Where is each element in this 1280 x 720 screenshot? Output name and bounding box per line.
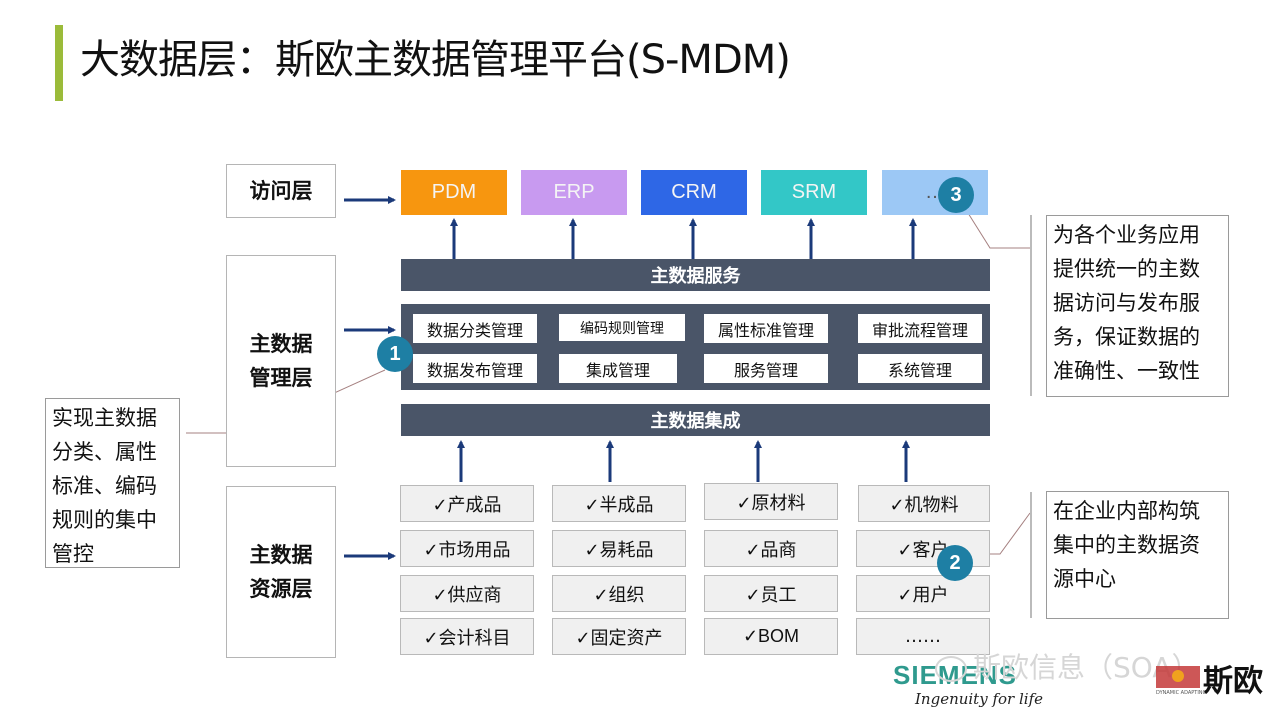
module-coding-rules: 编码规则管理 bbox=[559, 314, 685, 341]
master-data-service-label: 主数据服务 bbox=[650, 266, 741, 287]
access-layer-label: 访问层 bbox=[226, 164, 336, 218]
resource-item: ✓用户 bbox=[856, 575, 990, 612]
callout-line-2 bbox=[985, 512, 1031, 555]
callout-note-1: 实现主数据 分类、属性 标准、编码 规则的集中 管控 bbox=[45, 398, 180, 568]
access-layer-text: 访问层 bbox=[249, 179, 313, 203]
callout-note-3: 为各个业务应用 提供统一的主数 据访问与发布服 务，保证数据的 准确性、一致性 bbox=[1046, 215, 1229, 397]
resource-item: ✓原材料 bbox=[704, 483, 838, 520]
app-crm-label: CRM bbox=[671, 181, 717, 203]
resource-item: ✓机物料 bbox=[858, 485, 990, 522]
note2-line: 集中的主数据资 bbox=[1053, 533, 1200, 557]
callout-badge-3: 3 bbox=[938, 177, 974, 213]
app-pdm: PDM bbox=[401, 170, 507, 215]
resource-item: ✓市场用品 bbox=[400, 530, 534, 567]
note3-line: 务，保证数据的 bbox=[1053, 325, 1200, 349]
resource-item: ✓BOM bbox=[704, 618, 838, 655]
management-layer-text-1: 主数据 bbox=[249, 332, 313, 356]
wechat-icon bbox=[935, 656, 967, 682]
resource-item: ✓产成品 bbox=[400, 485, 534, 522]
note1-line: 分类、属性 bbox=[52, 440, 157, 464]
module-system: 系统管理 bbox=[858, 354, 982, 383]
note1-line: 标准、编码 bbox=[52, 474, 157, 498]
app-srm-label: SRM bbox=[791, 181, 837, 203]
title-accent-bar bbox=[55, 25, 63, 101]
callout-line-3 bbox=[967, 212, 1030, 249]
app-pdm-label: PDM bbox=[431, 181, 477, 203]
module-data-publishing: 数据发布管理 bbox=[413, 354, 537, 383]
module-integration: 集成管理 bbox=[559, 354, 677, 383]
app-crm: CRM bbox=[641, 170, 747, 215]
note2-line: 源中心 bbox=[1053, 567, 1116, 591]
module-service: 服务管理 bbox=[704, 354, 828, 383]
app-erp: ERP bbox=[521, 170, 627, 215]
resource-layer-label: 主数据 资源层 bbox=[226, 486, 336, 658]
callout-note-2: 在企业内部构筑 集中的主数据资 源中心 bbox=[1046, 491, 1229, 619]
resource-item: ✓半成品 bbox=[552, 485, 686, 522]
resource-item: ✓供应商 bbox=[400, 575, 534, 612]
app-erp-label: ERP bbox=[553, 181, 595, 203]
note1-line: 实现主数据 bbox=[52, 406, 157, 430]
note3-line: 为各个业务应用 bbox=[1053, 223, 1200, 247]
note3-line: 据访问与发布服 bbox=[1053, 291, 1200, 315]
page-title: 大数据层：斯欧主数据管理平台(S-MDM) bbox=[80, 37, 791, 83]
resource-item: ✓固定资产 bbox=[552, 618, 686, 655]
note2-line: 在企业内部构筑 bbox=[1053, 499, 1200, 523]
soa-logo-mark: DYNAMIC ADAPTING bbox=[1156, 660, 1206, 696]
management-layer-label: 主数据 管理层 bbox=[226, 255, 336, 467]
resource-item: ✓员工 bbox=[704, 575, 838, 612]
note3-line: 提供统一的主数 bbox=[1053, 257, 1200, 281]
management-layer-text-2: 管理层 bbox=[249, 366, 313, 390]
module-attribute-standards: 属性标准管理 bbox=[704, 314, 828, 343]
soa-logo-cn: 斯欧 bbox=[1203, 664, 1263, 699]
callout-badge-2: 2 bbox=[937, 545, 973, 581]
soa-logo-dot bbox=[1172, 670, 1184, 682]
resource-item: ✓易耗品 bbox=[552, 530, 686, 567]
master-data-integration-label: 主数据集成 bbox=[650, 411, 741, 432]
callout-badge-1: 1 bbox=[377, 336, 413, 372]
resource-layer-text-2: 资源层 bbox=[249, 577, 313, 601]
resource-item: ✓会计科目 bbox=[400, 618, 534, 655]
note1-line: 管控 bbox=[52, 542, 94, 566]
module-approval-workflow: 审批流程管理 bbox=[858, 314, 982, 343]
master-data-service-band: 主数据服务 bbox=[401, 259, 990, 291]
siemens-tagline: Ingenuity for life bbox=[915, 690, 1043, 708]
note3-line: 准确性、一致性 bbox=[1053, 359, 1200, 383]
soa-logo-subtitle: DYNAMIC ADAPTING bbox=[1156, 690, 1207, 696]
resource-layer-text-1: 主数据 bbox=[249, 543, 313, 567]
master-data-integration-band: 主数据集成 bbox=[401, 404, 990, 436]
resource-item: ✓组织 bbox=[552, 575, 686, 612]
resource-item: …… bbox=[856, 618, 990, 655]
module-data-classification: 数据分类管理 bbox=[413, 314, 537, 343]
note1-line: 规则的集中 bbox=[52, 508, 157, 532]
resource-item: ✓品商 bbox=[704, 530, 838, 567]
app-srm: SRM bbox=[761, 170, 867, 215]
